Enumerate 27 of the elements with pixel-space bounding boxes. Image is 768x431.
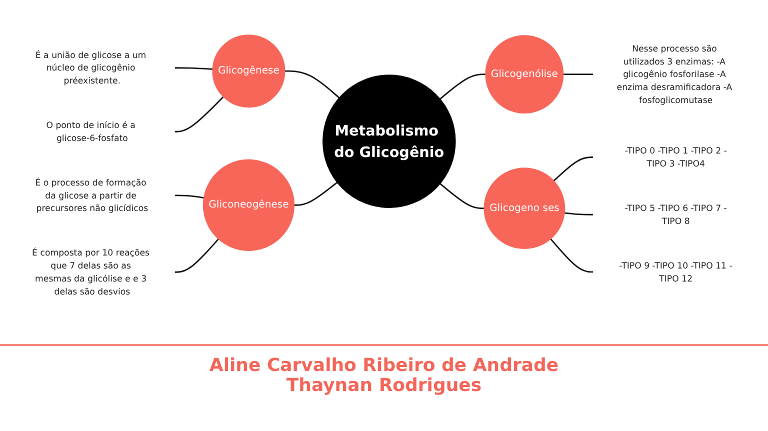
node-text: O ponto de início é a glicose-6-fosfato	[46, 120, 136, 144]
connector	[553, 156, 594, 182]
connector	[440, 183, 484, 210]
node-text: -TIPO 5 -TIPO 6 -TIPO 7 -TIPO 8	[624, 203, 727, 226]
node-circle: Glicogenólise	[485, 35, 564, 114]
connector	[563, 74, 594, 76]
connector	[564, 212, 594, 216]
connector	[174, 67, 213, 70]
author-name: Aline Carvalho Ribeiro de Andrade	[209, 356, 559, 376]
connector	[174, 194, 204, 199]
node-text: É composta por 10 reações que 7 delas são as mesmas da glicólise e e 3 delas são desvios	[32, 248, 150, 297]
node-text: -TIPO 0 -TIPO 1 -TIPO 2 -TIPO 3 -TIPO4	[624, 146, 727, 169]
node-circle: Glicogênese	[212, 34, 286, 108]
connector	[440, 74, 486, 100]
node-text: É o processo de formação da glicose a partir de precursores não glicídicos	[35, 178, 148, 214]
author-name: Thaynan Rodrigues	[286, 376, 482, 396]
node-text: É a união de glicose a um núcleo de glicogênio préexistente.	[35, 50, 146, 86]
connector	[550, 238, 594, 273]
node-circle: Metabolismo do Glicogênio	[322, 74, 456, 208]
connector	[294, 182, 338, 206]
node-text: -TIPO 9 -TIPO 10 -TIPO 11 -TIPO 12	[619, 260, 732, 284]
node-circle: Glicogeno ses	[484, 168, 566, 250]
connector	[174, 96, 224, 132]
connector	[284, 70, 340, 98]
node-circle: Gliconeogênese	[202, 159, 295, 251]
connector	[174, 238, 219, 273]
node-text: Nesse processo são utilizados 3 enzimas: -A glicogênio fosforilase -A enzima desramificadora -A fosfoglicomutase	[616, 43, 732, 106]
